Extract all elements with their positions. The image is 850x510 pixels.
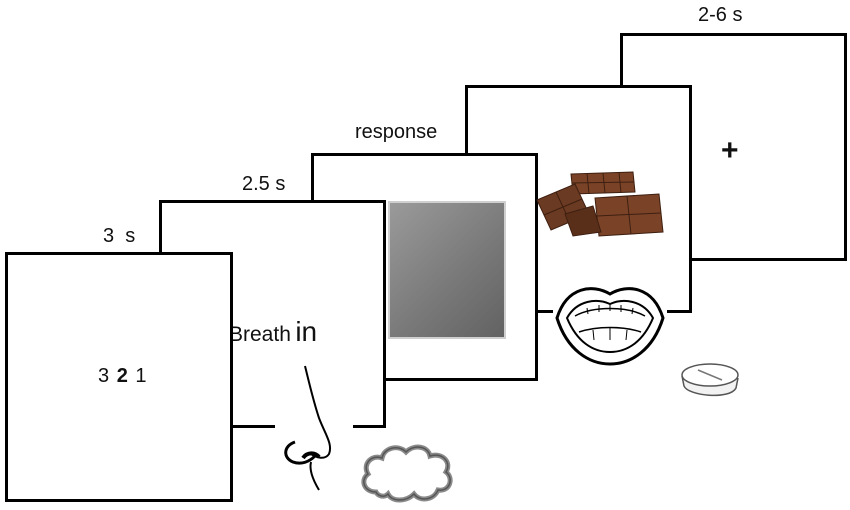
breath-word: Breath: [229, 323, 291, 346]
countdown-3: 3: [98, 365, 110, 387]
timing-label-3s: 3 s: [103, 225, 136, 247]
chocolate-icon: [535, 170, 665, 238]
nose-icon: [275, 362, 353, 495]
mouth-icon: [553, 280, 667, 370]
timing-label-2-6s: 2-6 s: [698, 4, 743, 26]
countdown-1: 1: [135, 365, 147, 387]
in-word: in: [295, 316, 318, 347]
gray-stimulus-square: [388, 201, 506, 339]
pill-icon: [678, 360, 742, 402]
fixation-cross: +: [721, 134, 739, 167]
countdown-screen: 3 2 1: [5, 252, 233, 502]
countdown-text: 3 2 1: [98, 365, 147, 388]
timing-label-response: response: [355, 121, 438, 143]
countdown-2: 2: [116, 365, 128, 387]
cloud-icon: [358, 440, 456, 506]
timing-label-2-5s: 2.5 s: [242, 173, 286, 195]
breath-instruction: Breath in: [229, 316, 317, 348]
